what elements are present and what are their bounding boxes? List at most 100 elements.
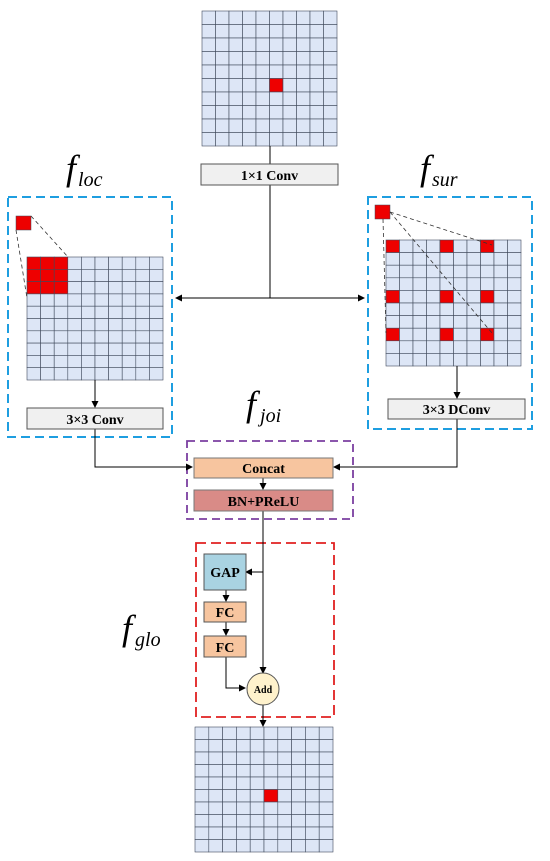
- grid-cell: [26, 367, 41, 381]
- grid-cell: [228, 132, 243, 147]
- grid-cell: [236, 789, 251, 803]
- highlighted-cell: [269, 78, 284, 93]
- grid-cell: [507, 315, 522, 329]
- grid-cell: [67, 293, 82, 307]
- grid-cell: [399, 252, 414, 266]
- grid-cell: [194, 789, 210, 803]
- grid-cell: [439, 315, 454, 329]
- grid-cell: [426, 353, 441, 367]
- highlighted-cell: [439, 239, 454, 253]
- grid-cell: [399, 277, 414, 291]
- grid-cell: [81, 355, 96, 368]
- grid-cell: [236, 801, 251, 815]
- grid-cell: [255, 78, 270, 93]
- grid-cell: [201, 24, 216, 39]
- grid-cell: [208, 726, 223, 740]
- grid-cell: [296, 91, 311, 106]
- grid-cell: [291, 739, 306, 753]
- grid-cell: [263, 826, 279, 840]
- grid-cell: [493, 264, 508, 279]
- grid-cell: [121, 293, 137, 307]
- add-label: Add: [254, 685, 273, 696]
- grid-cell: [194, 751, 210, 765]
- grid-cell: [493, 315, 508, 329]
- grid-cell: [81, 256, 96, 270]
- local-context-container: [7, 196, 173, 438]
- grid-cell: [309, 132, 324, 147]
- grid-cell: [318, 789, 334, 803]
- grid-cell: [242, 64, 257, 79]
- grid-cell: [149, 355, 164, 368]
- grid-cell: [67, 318, 82, 332]
- grid-cell: [318, 776, 334, 790]
- grid-cell: [108, 342, 123, 356]
- grid-cell: [466, 353, 481, 367]
- grid-cell: [108, 367, 123, 381]
- grid-cell: [318, 739, 334, 753]
- grid-cell: [215, 105, 230, 120]
- grid-cell: [282, 91, 297, 106]
- grid-cell: [493, 340, 508, 354]
- grid-cell: [385, 315, 400, 329]
- joint-feature-container: [186, 440, 354, 520]
- highlighted-cell: [439, 327, 454, 342]
- grid-cell: [466, 315, 481, 329]
- grid-cell: [194, 739, 210, 753]
- grid-cell: [277, 739, 292, 753]
- grid-cell: [40, 293, 55, 307]
- grid-cell: [291, 751, 306, 765]
- grid-cell: [228, 105, 243, 120]
- grid-cell: [215, 64, 230, 79]
- grid-cell: [228, 118, 243, 133]
- grid-cell: [426, 290, 441, 304]
- grid-cell: [249, 776, 265, 790]
- grid-cell: [236, 726, 251, 740]
- grid-cell: [305, 801, 320, 815]
- gap-label: GAP: [210, 566, 240, 581]
- grid-cell: [282, 78, 297, 93]
- grid-cell: [94, 293, 109, 307]
- grid-cell: [228, 10, 243, 25]
- grid-cell: [135, 293, 150, 307]
- grid-cell: [208, 764, 223, 778]
- grid-cell: [480, 340, 495, 354]
- fc1-label: FC: [216, 606, 235, 621]
- local-kernel-cell: [15, 215, 32, 231]
- grid-cell: [507, 302, 522, 316]
- grid-cell: [255, 91, 270, 106]
- grid-cell: [426, 252, 441, 266]
- grid-cell: [263, 801, 279, 815]
- grid-cell: [385, 264, 400, 279]
- grid-cell: [194, 726, 210, 740]
- grid-cell: [149, 305, 164, 319]
- grid-cell: [255, 118, 270, 133]
- grid-cell: [323, 132, 338, 147]
- grid-cell: [282, 37, 297, 52]
- grid-cell: [67, 367, 82, 381]
- grid-cell: [439, 302, 454, 316]
- grid-cell: [242, 24, 257, 39]
- grid-cell: [81, 318, 96, 332]
- grid-cell: [242, 105, 257, 120]
- grid-cell: [249, 826, 265, 840]
- grid-cell: [291, 789, 306, 803]
- fc-block-1: FC: [203, 601, 247, 623]
- surround-projection-lines: [382, 211, 493, 334]
- grid-cell: [399, 290, 414, 304]
- grid-cell: [323, 105, 338, 120]
- highlighted-cell: [385, 239, 400, 253]
- grid-cell: [466, 327, 481, 342]
- grid-cell: [67, 330, 82, 344]
- grid-cell: [236, 764, 251, 778]
- grid-cell: [507, 277, 522, 291]
- grid-cell: [208, 814, 223, 828]
- dconv3x3-block: 3×3 DConv: [387, 398, 526, 420]
- grid-cell: [40, 305, 55, 319]
- grid-cell: [208, 839, 223, 853]
- grid-cell: [228, 24, 243, 39]
- grid-cell: [222, 776, 237, 790]
- grid-cell: [309, 118, 324, 133]
- grid-cell: [282, 51, 297, 66]
- grid-cell: [439, 353, 454, 367]
